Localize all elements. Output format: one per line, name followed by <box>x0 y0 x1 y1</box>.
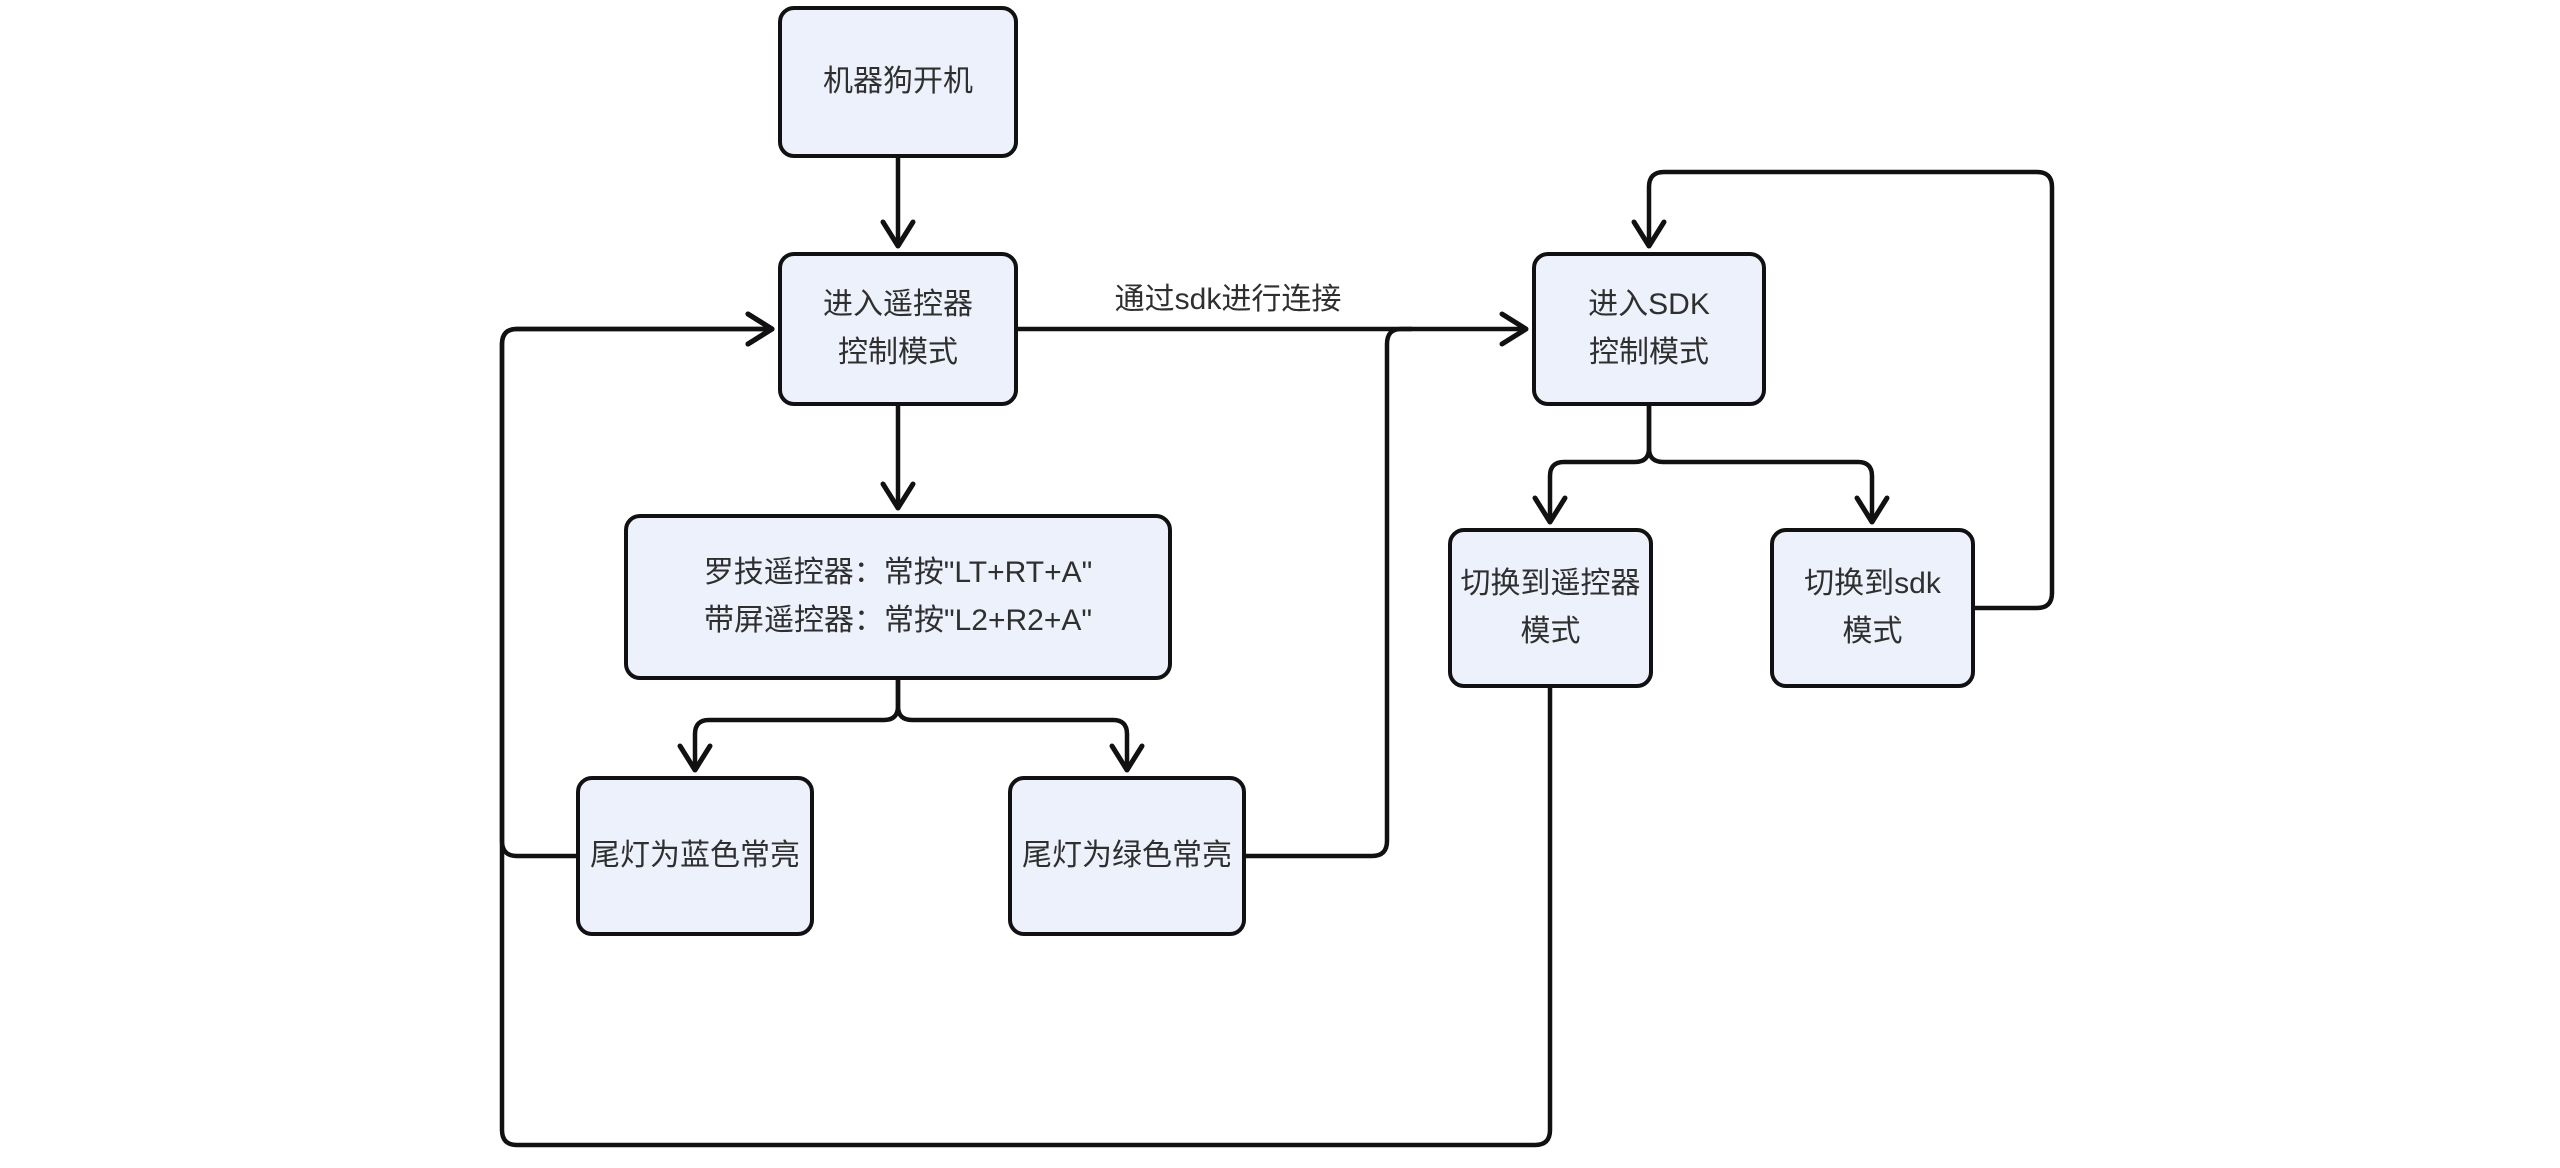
node-rc-mode: 进入遥控器 控制模式 <box>778 252 1018 406</box>
edge-sdkmode-to-switchsdk <box>1646 406 1890 525</box>
edge-tailgreen-to-sdkmode <box>1246 326 1412 859</box>
node-tail-green: 尾灯为绿色常亮 <box>1008 776 1246 936</box>
edge-remotebuttons-to-tailgreen <box>895 680 1145 773</box>
node-tail-blue: 尾灯为蓝色常亮 <box>576 776 814 936</box>
node-power-on: 机器狗开机 <box>778 6 1018 158</box>
node-switch-sdk: 切换到sdk 模式 <box>1770 528 1975 688</box>
edge-sdkmode-to-switchrc <box>1532 406 1652 525</box>
edge-switchsdk-to-sdkmode-loop <box>1631 169 2055 611</box>
node-remote-buttons: 罗技遥控器：常按"LT+RT+A" 带屏遥控器：常按"L2+R2+A" <box>624 514 1172 680</box>
edge-remotebuttons-to-tailblue <box>677 680 901 773</box>
node-sdk-mode: 进入SDK 控制模式 <box>1532 252 1766 406</box>
edge-label-sdk-connect: 通过sdk进行连接 <box>1108 274 1348 318</box>
node-switch-rc: 切换到遥控器 模式 <box>1448 528 1653 688</box>
edge-switchrc-to-rcmode-loop <box>499 311 1553 1148</box>
